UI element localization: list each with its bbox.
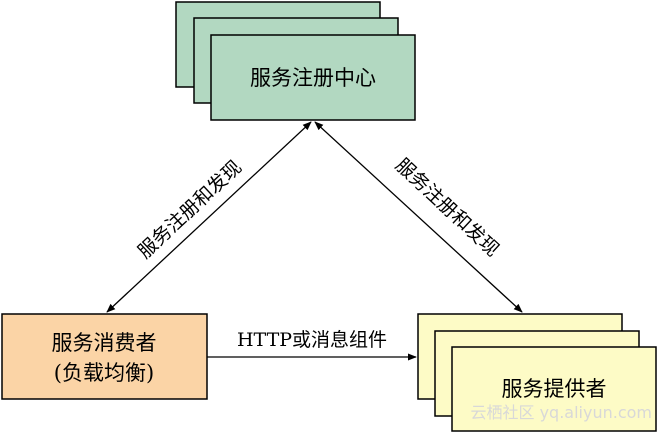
- provider-node: 服务提供者: [417, 313, 657, 432]
- registry-label: 服务注册中心: [250, 66, 376, 90]
- provider-label: 服务提供者: [502, 377, 607, 401]
- consumer-card: [1, 313, 208, 400]
- provider-front-card: [451, 346, 657, 432]
- consumer-node: 服务消费者 (负载均衡): [1, 313, 208, 400]
- consumer-label-line2: (负载均衡): [54, 361, 154, 385]
- registry-front-card: [210, 34, 416, 121]
- bottom-edge-label: HTTP或消息组件: [237, 329, 387, 351]
- left-edge-label: 服务注册和发现: [134, 156, 246, 263]
- watermark: 云栖社区 yq.aliyun.com: [470, 403, 652, 422]
- edge-registry-provider: [314, 121, 523, 313]
- edge-consumer-registry: [106, 121, 312, 313]
- consumer-label-line1: 服务消费者: [52, 331, 157, 355]
- registry-node: 服务注册中心: [175, 1, 416, 121]
